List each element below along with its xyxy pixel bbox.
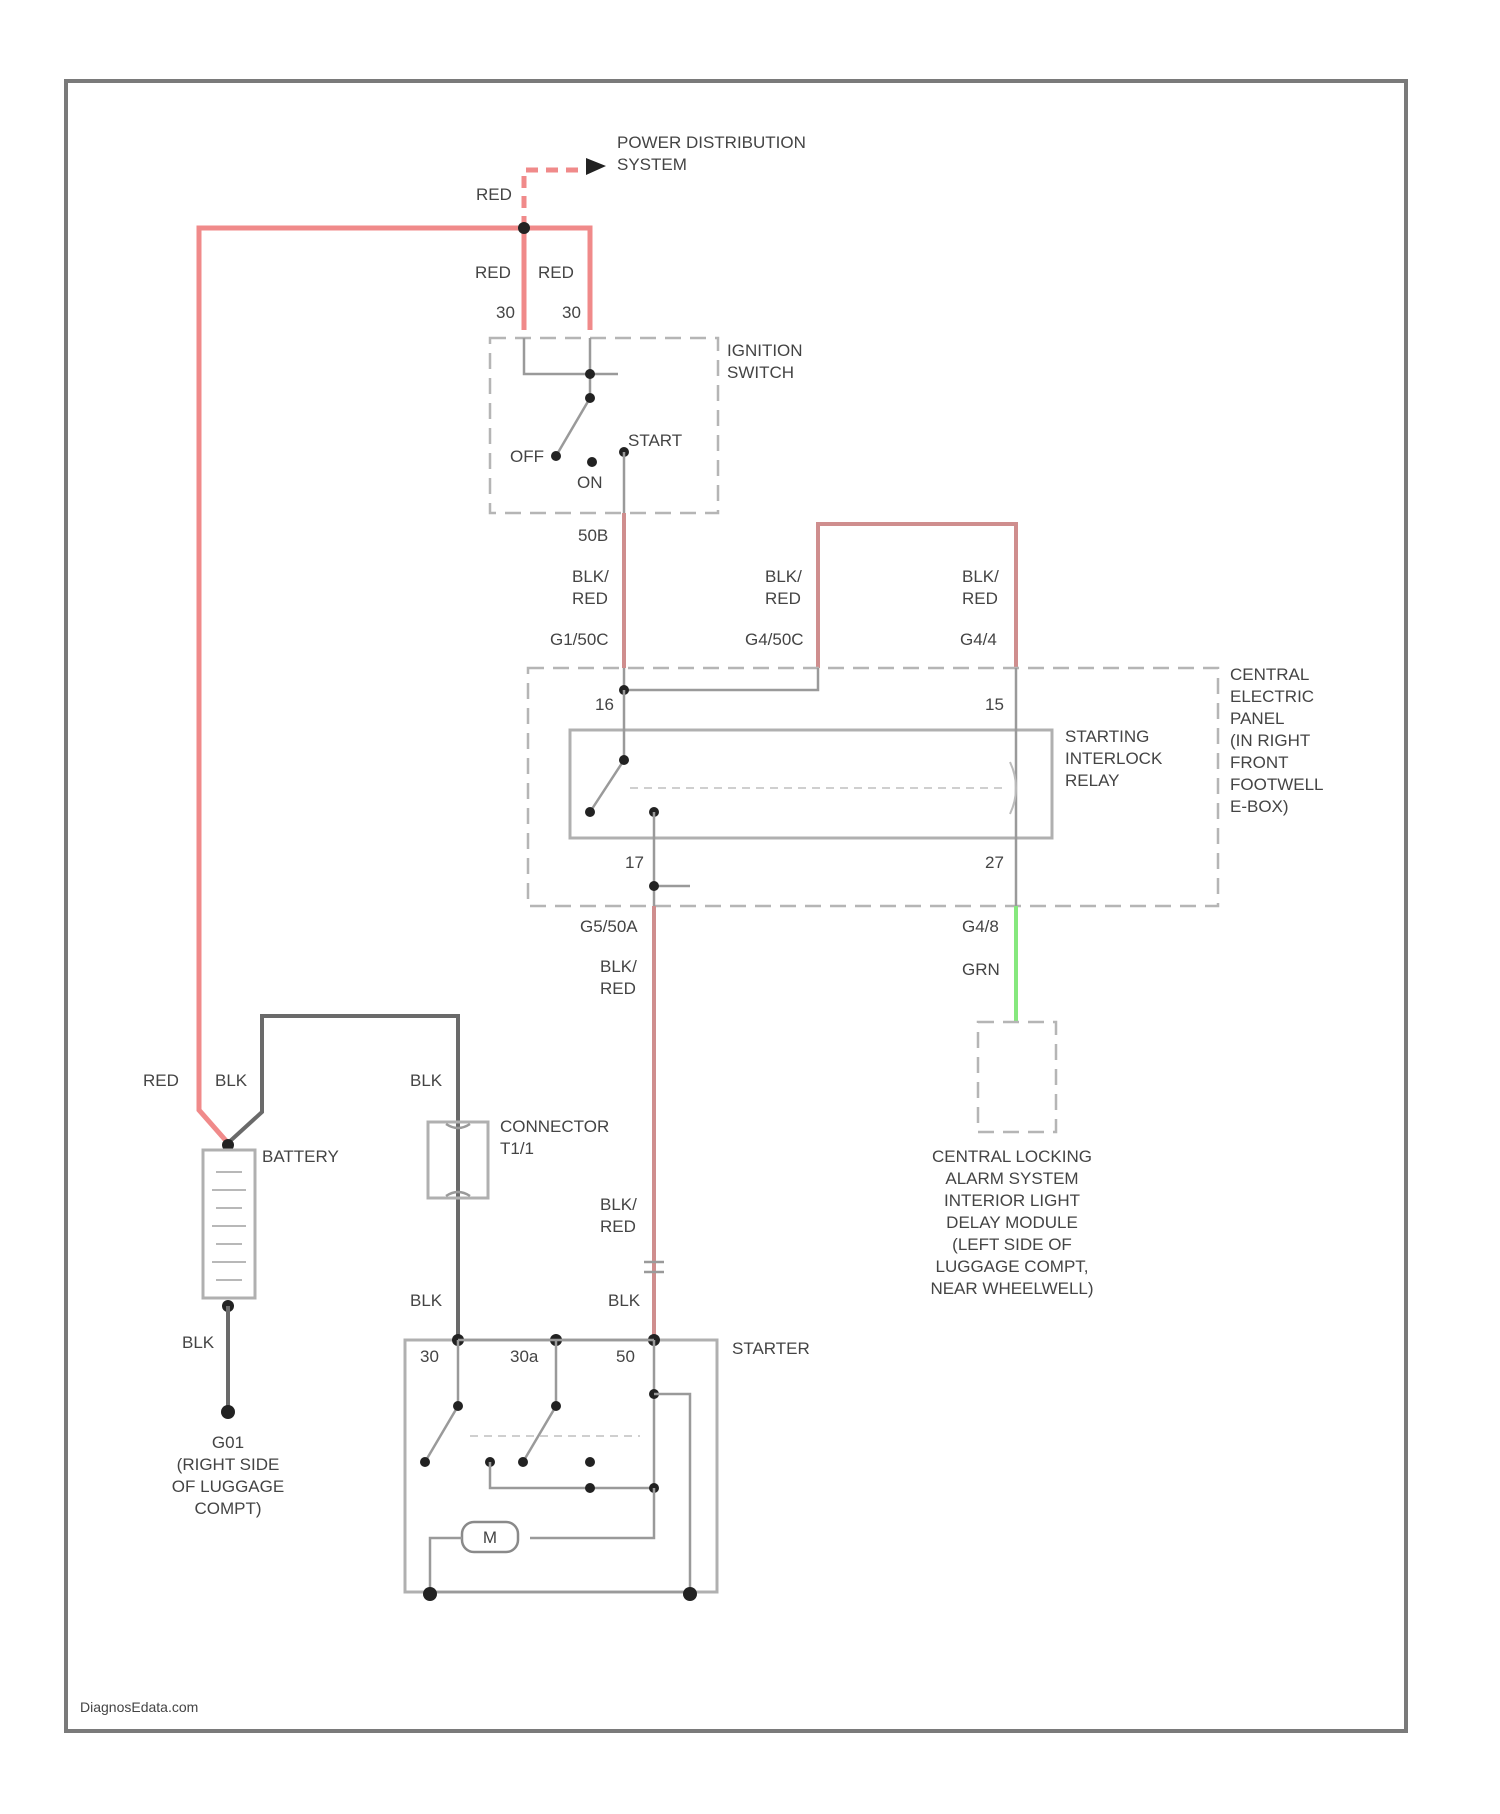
starter-pin-30a: 30a: [510, 1347, 539, 1366]
starting-interlock-relay: STARTING INTERLOCK RELAY: [570, 668, 1163, 906]
relay-label-3: RELAY: [1065, 771, 1120, 790]
panel-pin-17: 17: [625, 853, 644, 872]
ignition-switch-label-1: IGNITION: [727, 341, 803, 360]
wire-label-bat-blk: BLK: [215, 1071, 248, 1090]
ignition-off-label: OFF: [510, 447, 544, 466]
alarm-module-label-7: NEAR WHEELWELL): [930, 1279, 1093, 1298]
panel-label-4: (IN RIGHT: [1230, 731, 1310, 750]
wire-label-circuit-b: G4/50C: [745, 630, 804, 649]
wire-label-blk-red-2a: BLK/: [765, 567, 802, 586]
battery-label: BATTERY: [262, 1147, 339, 1166]
relay-label-2: INTERLOCK: [1065, 749, 1163, 768]
ground-label-4: COMPT): [194, 1499, 261, 1518]
ignition-start-label: START: [628, 431, 682, 450]
wire-label-red-top: RED: [476, 185, 512, 204]
ground-label-1: G01: [212, 1433, 244, 1452]
ignition-switch: IGNITION SWITCH OFF ON START: [490, 338, 803, 513]
panel-label-1: CENTRAL: [1230, 665, 1309, 684]
wire-label-blk-red-3b: RED: [962, 589, 998, 608]
wire-label-blk-red-3a: BLK/: [962, 567, 999, 586]
wire-label-grn: GRN: [962, 960, 1000, 979]
panel-label-7: E-BOX): [1230, 797, 1289, 816]
central-electric-panel: 16 15 17 27 CENTRAL ELECTRIC PANEL (IN R…: [528, 665, 1324, 906]
starter-motor-label: M: [483, 1528, 497, 1547]
ignition-switch-label-2: SWITCH: [727, 363, 794, 382]
wire-label-circuit-c: G4/4: [960, 630, 997, 649]
alarm-module-label-3: INTERIOR LIGHT: [944, 1191, 1080, 1210]
starter-pin-50: 50: [616, 1347, 635, 1366]
wire-label-blk-red-4b: RED: [600, 979, 636, 998]
alarm-module-label-2: ALARM SYSTEM: [945, 1169, 1078, 1188]
splice-node: [518, 222, 530, 234]
alarm-module-label-1: CENTRAL LOCKING: [932, 1147, 1092, 1166]
wire-label-circuit-d: G5/50A: [580, 917, 638, 936]
alarm-module-label-5: (LEFT SIDE OF: [952, 1235, 1072, 1254]
wire-label-50b: 50B: [578, 526, 608, 545]
alarm-module-label-6: LUGGAGE COMPT,: [935, 1257, 1088, 1276]
connector-label-2: T1/1: [500, 1139, 534, 1158]
wire-label-circuit-e: G4/8: [962, 917, 999, 936]
ignition-pin-30-b: 30: [562, 303, 581, 322]
ignition-on-label: ON: [577, 473, 603, 492]
starter: BLK BLK 30 30a 50 STARTER M: [405, 1291, 810, 1601]
alarm-interior-light-module: CENTRAL LOCKING ALARM SYSTEM INTERIOR LI…: [930, 1022, 1093, 1298]
wire-label-blk-red-5b: RED: [600, 1217, 636, 1236]
power-distribution-link: POWER DISTRIBUTION SYSTEM: [524, 133, 806, 228]
wire-label-blk-red-2b: RED: [765, 589, 801, 608]
panel-label-6: FOOTWELL: [1230, 775, 1324, 794]
ground-label-3: OF LUGGAGE: [172, 1477, 284, 1496]
wire-label-bat-red: RED: [143, 1071, 179, 1090]
ignition-pin-30-a: 30: [496, 303, 515, 322]
arrow-right-icon: [586, 158, 606, 175]
power-distribution-label-2: SYSTEM: [617, 155, 687, 174]
connector-t1-1: BLK CONNECTOR T1/1: [410, 1071, 609, 1198]
panel-label-5: FRONT: [1230, 753, 1289, 772]
panel-label-3: PANEL: [1230, 709, 1285, 728]
wire-label-blk-red-5a: BLK/: [600, 1195, 637, 1214]
ground-icon: [221, 1405, 235, 1419]
wire-label-blk-red-1b: RED: [572, 589, 608, 608]
wire-label-blk-red-4a: BLK/: [600, 957, 637, 976]
wire-label-blk-red-1a: BLK/: [572, 567, 609, 586]
connector-label-1: CONNECTOR: [500, 1117, 609, 1136]
alarm-module-label-4: DELAY MODULE: [946, 1213, 1078, 1232]
power-distribution-label-1: POWER DISTRIBUTION: [617, 133, 806, 152]
starter-label: STARTER: [732, 1339, 810, 1358]
panel-pin-27: 27: [985, 853, 1004, 872]
panel-pin-16: 16: [595, 695, 614, 714]
wire-label-circuit-a: G1/50C: [550, 630, 609, 649]
wire-label-starter-blk-b: BLK: [608, 1291, 641, 1310]
wire-label-conn-blk: BLK: [410, 1071, 443, 1090]
wire-label-starter-blk-a: BLK: [410, 1291, 443, 1310]
wire-label-gnd-blk: BLK: [182, 1333, 215, 1352]
red-feed-wire: [199, 228, 590, 1143]
starter-pin-30: 30: [420, 1347, 439, 1366]
wire-label-red-left: RED: [475, 263, 511, 282]
wire-label-red-right: RED: [538, 263, 574, 282]
ground-label-2: (RIGHT SIDE: [177, 1455, 280, 1474]
watermark: DiagnosEdata.com: [80, 1699, 198, 1715]
panel-pin-15: 15: [985, 695, 1004, 714]
panel-label-2: ELECTRIC: [1230, 687, 1314, 706]
relay-label-1: STARTING: [1065, 727, 1149, 746]
